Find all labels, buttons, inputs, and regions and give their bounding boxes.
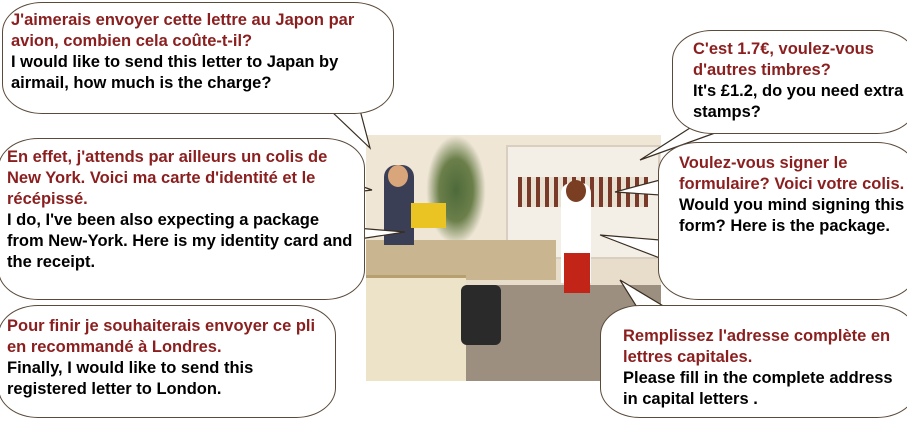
- yellow-package: [411, 203, 446, 228]
- french-text: J'aimerais envoyer cette lettre au Japon…: [11, 11, 355, 50]
- french-text: C'est 1.7€, voulez-vous d'autres timbres…: [693, 40, 874, 79]
- speech-bubble-customer-2: En effet, j'attends par ailleurs un coli…: [0, 138, 365, 300]
- english-text: It's £1.2, do you need extra stamps?: [693, 82, 904, 121]
- english-text: Finally, I would like to send this regis…: [7, 359, 254, 398]
- counter: [366, 240, 556, 280]
- customer-head: [388, 165, 408, 187]
- chair: [461, 285, 501, 345]
- english-text: Would you mind signing this form? Here i…: [679, 196, 905, 235]
- post-office-photo: [366, 135, 661, 381]
- tail-bubble-5b: [599, 234, 666, 261]
- speech-bubble-customer-1: J'aimerais envoyer cette lettre au Japon…: [2, 2, 394, 114]
- tail-bubble-5: [614, 179, 661, 196]
- english-text: I do, I've been also expecting a package…: [7, 211, 353, 271]
- speech-bubble-customer-3: Pour finir je souhaiterais envoyer ce pl…: [0, 305, 336, 418]
- french-text: Voulez-vous signer le formulaire? Voici …: [679, 154, 905, 193]
- speech-bubble-clerk-1: C'est 1.7€, voulez-vous d'autres timbres…: [672, 30, 907, 134]
- speech-bubble-clerk-3: Remplissez l'adresse complète en lettres…: [600, 305, 907, 418]
- french-text: Remplissez l'adresse complète en lettres…: [623, 327, 891, 366]
- english-text: Please fill in the complete address in c…: [623, 369, 893, 408]
- speech-bubble-clerk-2: Voulez-vous signer le formulaire? Voici …: [658, 142, 907, 300]
- clerk-skirt: [564, 253, 590, 293]
- french-text: En effet, j'attends par ailleurs un coli…: [7, 148, 328, 208]
- english-text: I would like to send this letter to Japa…: [11, 53, 339, 92]
- french-text: Pour finir je souhaiterais envoyer ce pl…: [7, 317, 316, 356]
- counter-cabinet: [366, 275, 466, 381]
- clerk-head: [566, 180, 586, 202]
